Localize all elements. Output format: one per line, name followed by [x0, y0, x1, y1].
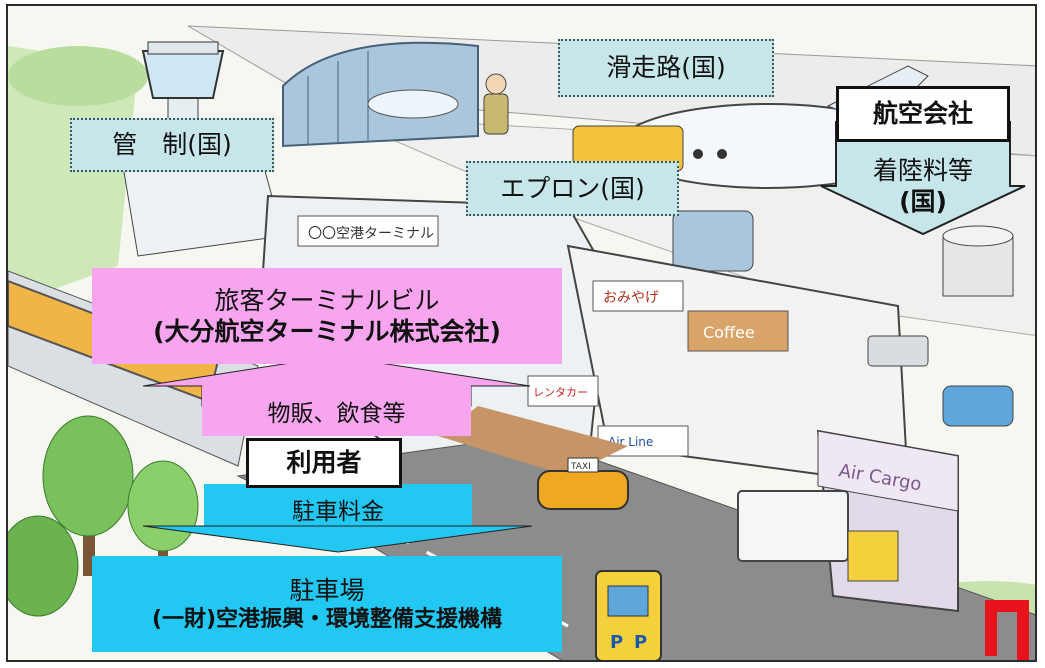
fuel-tanks: [942, 225, 1014, 297]
landing-fee-text-1: 着陸料等: [872, 155, 973, 185]
bush-top-left: [8, 46, 148, 106]
landing-fee-text-2: (国): [899, 187, 947, 216]
apron-label: エプロン(国): [466, 161, 679, 216]
control-label: 管 制(国): [70, 118, 274, 172]
taxi-sign-text: TAXI: [570, 462, 591, 472]
coffee-sign-text: Coffee: [703, 323, 755, 342]
baggage-cart: [867, 335, 929, 367]
runway-label: 滑走路(国): [558, 39, 774, 97]
terminal-label-text-1: 旅客ターミナルビル: [214, 285, 440, 315]
grass-left: [8, 46, 138, 306]
passenger-terminal-label: 旅客ターミナルビル (大分航空ターミナル株式会社): [92, 268, 562, 364]
landing-fee-arrow: [820, 121, 1026, 236]
terminal-sign-text: 〇〇空港ターミナル: [308, 226, 434, 242]
parking-lot-label: 駐車場 (一財)空港振興・環境整備支援機構: [92, 556, 562, 652]
sales-label: 物販、飲食等: [267, 401, 406, 427]
parking-fee-arrow-head: [142, 525, 533, 553]
apron-label-text: エプロン(国): [500, 173, 645, 203]
parking-fee-arrow-body: [204, 484, 472, 526]
rent-a-car-sign-text: レンタカー: [533, 386, 588, 399]
taxi: [537, 457, 629, 510]
parking-meter: [595, 570, 662, 660]
parking-fee-label: 駐車料金: [292, 499, 384, 525]
parking-p-left: P: [610, 632, 623, 653]
parking-label-text-1: 駐車場: [289, 575, 365, 605]
plane-in-hangar: [367, 89, 459, 119]
sales-arrow-body: [202, 386, 471, 436]
tug-vehicle: [942, 385, 1014, 427]
airline-label: 航空会社: [836, 86, 1010, 142]
control-label-text: 管 制(国): [112, 130, 232, 160]
souvenir-sign-text: おみやげ: [603, 290, 659, 306]
red-corner-marker: [985, 600, 1029, 660]
users-label-text: 利用者: [286, 448, 362, 478]
terminal-label-text-2: (大分航空ターミナル株式会社): [153, 317, 501, 346]
cargo-truck: [737, 490, 849, 562]
airline-label-text: 航空会社: [872, 99, 973, 129]
service-cart: [672, 210, 754, 272]
landing-fee-label: 着陸料等 (国): [836, 146, 1010, 226]
parking-label-text-2: (一財)空港振興・環境整備支援機構: [151, 606, 503, 632]
airport-diagram-frame: 〇〇空港ターミナル おみやげ Coffee レンタカー Air Line TAX…: [6, 4, 1037, 662]
mechanic-figure: [483, 73, 509, 135]
parking-p-right: P: [634, 632, 647, 653]
runway-label-text: 滑走路(国): [606, 53, 726, 83]
forklift: [847, 530, 899, 582]
users-label: 利用者: [246, 438, 402, 488]
